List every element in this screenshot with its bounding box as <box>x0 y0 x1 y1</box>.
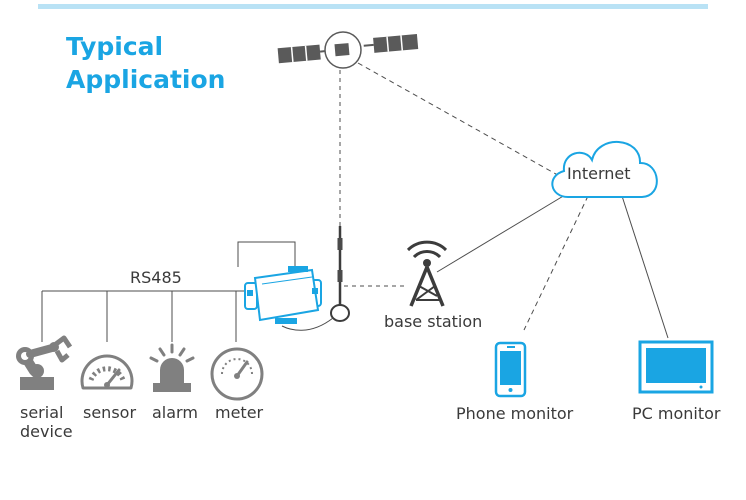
gauge-icon <box>80 354 134 390</box>
satellite-cloud-link <box>357 62 564 179</box>
rs485-bus-line <box>41 290 247 342</box>
tower-cloud-link <box>436 191 571 273</box>
cloud-icon <box>551 141 658 198</box>
cloud-phone-link <box>523 195 589 331</box>
cloud-pc-link <box>621 195 669 339</box>
phone-monitor-label: Phone monitor <box>456 404 574 423</box>
robot-arm-icon <box>16 335 73 390</box>
dtu-modem-icon <box>244 266 322 324</box>
pc-monitor-label: PC monitor <box>632 404 721 423</box>
phone-icon <box>494 341 527 398</box>
siren-icon <box>149 343 195 392</box>
device-label-serial: serial device <box>20 403 73 441</box>
internet-label: Internet <box>567 164 631 183</box>
device-label-line-2: device <box>20 422 73 441</box>
diagram-title: Typical Application <box>66 30 225 96</box>
pc-monitor-icon <box>638 340 714 394</box>
device-label-meter: meter <box>215 403 264 422</box>
device-label-line-1: serial <box>20 403 64 422</box>
satellite-icon <box>277 31 419 69</box>
meter-icon <box>210 347 264 401</box>
device-label-sensor: sensor <box>83 403 137 422</box>
title-line-2: Application <box>66 65 226 94</box>
base-station-label: base station <box>384 312 483 331</box>
antenna-icon <box>281 226 350 331</box>
gateway-antenna-cable <box>237 241 296 268</box>
connections <box>41 62 669 342</box>
rs485-label: RS485 <box>130 268 182 287</box>
top-accent-bar <box>38 4 708 9</box>
cell-tower-icon <box>406 240 448 307</box>
device-label-alarm: alarm <box>152 403 198 422</box>
title-line-1: Typical <box>66 32 164 61</box>
